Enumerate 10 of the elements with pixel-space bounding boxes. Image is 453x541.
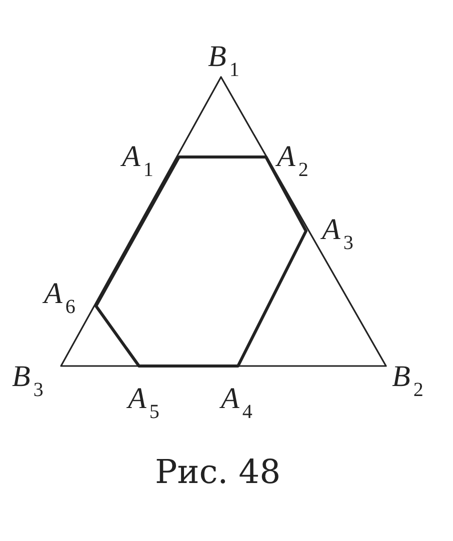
point-label: A$_{4}$ (221, 382, 252, 425)
figure-caption: Рис. 48 (155, 452, 281, 491)
point-label: B$_{2}$ (392, 360, 424, 403)
point-label: B$_{3}$ (12, 360, 44, 403)
point-label: A$_{5}$ (128, 382, 160, 425)
point-label: B$_{1}$ (208, 40, 240, 83)
point-label: A$_{2}$ (277, 140, 308, 183)
point-label: A$_{6}$ (44, 277, 76, 320)
point-label: A$_{3}$ (322, 213, 354, 256)
point-label: A$_{1}$ (122, 140, 154, 183)
